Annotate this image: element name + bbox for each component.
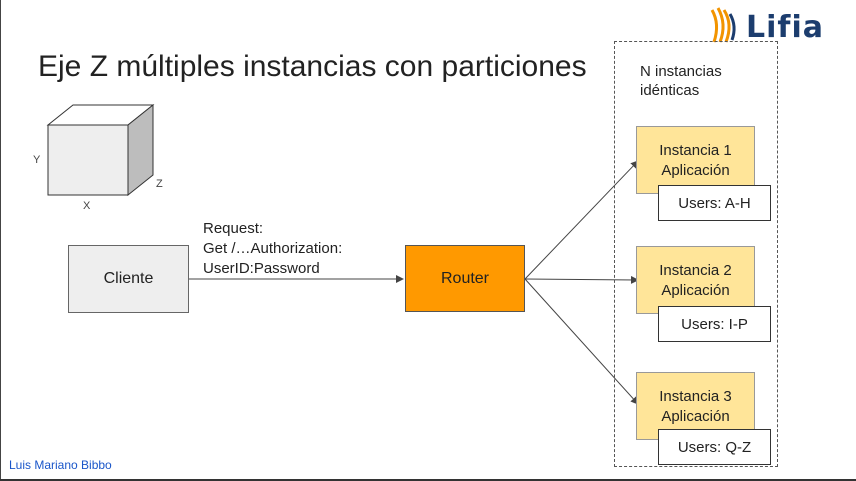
instance-3-subtitle: Aplicación <box>661 408 730 425</box>
instance-2-users-partition: Users: I-P <box>658 306 771 342</box>
instance-1-subtitle: Aplicación <box>661 162 730 179</box>
slide-left-edge <box>0 0 1 481</box>
author-credit: Luis Mariano Bibbo <box>9 458 112 472</box>
request-line: UserID:Password <box>203 260 320 277</box>
instances-group-boundary <box>614 41 778 467</box>
cube-axis-z-label: Z <box>156 178 163 190</box>
router-node-label: Router <box>440 269 490 287</box>
scale-cube-icon <box>46 103 155 197</box>
router-to-instance-2-arrow <box>524 275 639 284</box>
lifia-logo-mark-icon <box>710 7 736 43</box>
lifia-logo-text: Lifia <box>746 10 824 45</box>
lifia-logo: Lifia <box>706 4 856 46</box>
instance-3-users-partition: Users: Q-Z <box>658 429 771 465</box>
instance-1-title: Instancia 1 <box>659 142 732 159</box>
slide-title: Eje Z múltiples instancias con particion… <box>38 50 587 83</box>
client-node-label: Cliente <box>103 270 154 287</box>
instance-2-title: Instancia 2 <box>659 262 732 279</box>
instance-3-title: Instancia 3 <box>659 388 732 405</box>
request-annotation: Request: Get /…Authorization: UserID:Pas… <box>203 219 342 279</box>
router-to-instance-1-arrow <box>524 160 639 280</box>
client-node: Cliente <box>68 245 189 313</box>
cube-axis-x-label: X <box>83 200 91 212</box>
instance-1-node: Instancia 1 Aplicación <box>636 126 755 194</box>
group-label-line: N instancias <box>640 63 722 80</box>
request-line: Get /…Authorization: <box>203 240 343 257</box>
router-node: Router <box>405 245 525 312</box>
instance-2-node: Instancia 2 Aplicación <box>636 246 755 314</box>
instance-2-users-label: Users: I-P <box>681 315 748 333</box>
instances-group-label: N instancias idénticas <box>640 62 722 100</box>
router-to-instance-3-arrow <box>524 278 639 405</box>
instance-1-users-partition: Users: A-H <box>658 185 771 221</box>
slide-bottom-edge <box>0 479 856 481</box>
instance-3-users-label: Users: Q-Z <box>677 438 752 456</box>
instance-1-users-label: Users: A-H <box>678 194 751 212</box>
group-label-line: idénticas <box>640 82 700 99</box>
cube-axis-y-label: Y <box>33 154 41 166</box>
request-line: Request: <box>203 220 264 237</box>
instance-2-subtitle: Aplicación <box>661 282 730 299</box>
